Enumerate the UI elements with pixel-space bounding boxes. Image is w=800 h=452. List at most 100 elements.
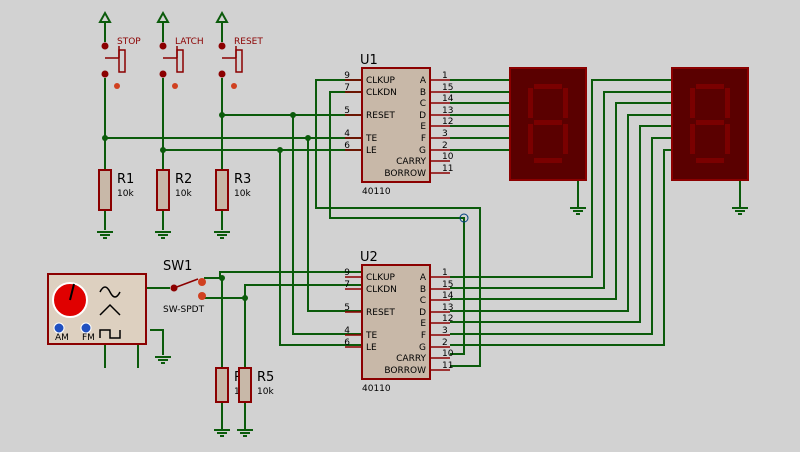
seven-segment-display-1 xyxy=(509,67,587,181)
switch-part: SW-SPDT xyxy=(163,305,205,315)
ic-body xyxy=(361,264,431,380)
resistor-body xyxy=(215,169,229,211)
resistor-body xyxy=(238,367,252,403)
junction-dot xyxy=(219,112,225,118)
fm-knob[interactable] xyxy=(80,322,92,334)
junction-dot xyxy=(305,135,311,141)
pin-number: 15 xyxy=(442,280,453,290)
ic-body xyxy=(361,67,431,183)
ic-ref: U2 xyxy=(360,250,378,265)
wire xyxy=(292,115,362,335)
wire xyxy=(450,79,672,278)
wire xyxy=(450,91,672,289)
wire xyxy=(150,329,164,355)
pin-dot xyxy=(101,42,109,50)
display-segment xyxy=(528,124,533,154)
resistor-ref: R2 xyxy=(175,172,192,187)
pin-name: LE xyxy=(366,343,377,353)
switch-contact-b[interactable] xyxy=(198,292,206,300)
resistor-body xyxy=(98,169,112,211)
ic-part: 40110 xyxy=(362,187,391,197)
switch-contact-a[interactable] xyxy=(198,278,206,286)
pin-number: 2 xyxy=(442,141,448,151)
display-segment xyxy=(534,84,562,89)
resistor-value: 10k xyxy=(117,189,134,199)
power-terminal-icon xyxy=(156,10,170,23)
pin-name: RESET xyxy=(366,308,395,318)
pin-number: 14 xyxy=(442,291,454,301)
wire xyxy=(279,150,362,346)
display-segment xyxy=(534,120,562,125)
resistor-value: 10k xyxy=(257,387,274,397)
ic-ref: U1 xyxy=(360,53,378,68)
display-segment xyxy=(534,158,562,163)
pin-number: 13 xyxy=(442,106,453,116)
push-button-latch[interactable]: LATCH xyxy=(156,10,204,90)
pin-dot xyxy=(159,70,167,78)
am-knob[interactable] xyxy=(53,322,65,334)
pin-number: 9 xyxy=(344,268,350,278)
display-segment xyxy=(690,88,695,118)
pin-number: 2 xyxy=(442,338,448,348)
pin-dot xyxy=(101,70,109,78)
pin-number: 6 xyxy=(344,338,350,348)
button-plunger[interactable] xyxy=(118,49,126,73)
resistor-value: 1 xyxy=(234,387,240,397)
pin-number: 10 xyxy=(442,152,454,162)
resistor-ref: R3 xyxy=(234,172,251,187)
display-segment xyxy=(563,124,568,154)
push-button-stop[interactable]: STOP xyxy=(98,10,141,90)
pin-number: 12 xyxy=(442,117,453,127)
pin-number: 7 xyxy=(344,83,350,93)
pin-name: TE xyxy=(365,331,377,341)
display-segment xyxy=(690,124,695,154)
ground-symbol xyxy=(214,429,230,437)
display-segment xyxy=(696,84,724,89)
wire xyxy=(204,284,362,299)
pin-number: 4 xyxy=(344,129,350,139)
display-segment xyxy=(725,124,730,154)
pin-name: CARRY xyxy=(396,354,426,364)
button-plunger[interactable] xyxy=(235,49,243,73)
pin-name: CLKDN xyxy=(366,285,397,295)
pin-name: G xyxy=(419,146,426,156)
junction-dot xyxy=(277,147,283,153)
pin-name: CLKUP xyxy=(366,76,396,86)
pin-number: 13 xyxy=(442,303,453,313)
pin-name: BORROW xyxy=(384,169,426,179)
pin-number: 1 xyxy=(442,268,448,278)
resistor-body xyxy=(156,169,170,211)
junction-dot xyxy=(242,295,248,301)
button-label: LATCH xyxy=(175,37,204,47)
pin-number: 12 xyxy=(442,314,453,324)
push-button-reset[interactable]: RESET xyxy=(215,10,263,90)
pin-name: E xyxy=(420,122,426,132)
wire xyxy=(450,102,672,300)
wire xyxy=(329,91,465,355)
pin-number: 11 xyxy=(442,361,453,371)
wire xyxy=(450,125,672,323)
button-plunger[interactable] xyxy=(176,49,184,73)
pin-dot xyxy=(218,70,226,78)
pin-name: BORROW xyxy=(384,366,426,376)
wire xyxy=(450,149,672,346)
resistor-ref: R5 xyxy=(257,370,274,385)
pin-name: A xyxy=(420,273,427,283)
ground-symbol xyxy=(570,207,586,215)
resistor-ref: R1 xyxy=(117,172,134,187)
pin-number: 1 xyxy=(442,71,448,81)
switch-ref: SW1 xyxy=(163,259,192,274)
pin-dot xyxy=(218,42,226,50)
pin-name: TE xyxy=(365,134,377,144)
pin-name: F xyxy=(421,134,426,144)
ground-symbol xyxy=(97,231,113,239)
power-terminal-icon xyxy=(215,10,229,23)
resistor-body xyxy=(215,367,229,403)
ground-symbol xyxy=(732,207,748,215)
